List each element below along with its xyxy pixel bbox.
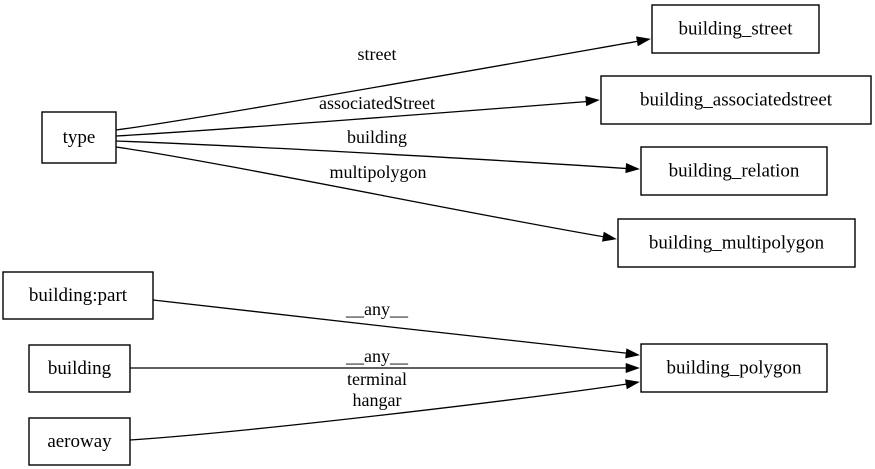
arrowhead-icon (625, 362, 640, 374)
arrowhead-icon (625, 163, 640, 174)
edge-type-building (115, 140, 640, 174)
edge-label-part-any: __any__ (345, 299, 409, 319)
node-building_multipolygon[interactable]: building_multipolygon (617, 218, 856, 268)
node-box[interactable] (617, 218, 856, 268)
node-box[interactable] (28, 417, 131, 466)
node-building_polygon[interactable]: building_polygon (640, 343, 828, 393)
node-label: building_street (679, 18, 794, 39)
node-type[interactable]: type (41, 111, 117, 164)
arrowhead-icon (602, 231, 617, 242)
node-label: building_polygon (666, 357, 802, 378)
edges-layer (115, 36, 651, 441)
node-label: aeroway (47, 431, 112, 452)
edge-label-type-associatedstreet: associatedStreet (319, 93, 435, 113)
edge-part-any (152, 299, 640, 359)
edge-line (115, 39, 646, 131)
edge-type-multipolygon (115, 146, 617, 242)
edge-type-associatedstreet (115, 96, 600, 137)
edge-type-street (115, 36, 651, 131)
node-label: building_associatedstreet (640, 89, 833, 110)
node-box[interactable] (651, 4, 820, 54)
arrowhead-icon (636, 36, 651, 47)
edge-line (115, 140, 635, 170)
node-box[interactable] (28, 344, 131, 393)
node-box[interactable] (640, 146, 828, 196)
node-box[interactable] (640, 343, 828, 393)
node-label: type (63, 127, 96, 148)
edge-label-building-any: __any__ (345, 346, 409, 366)
edge-line (152, 299, 635, 355)
edge-building-any (130, 362, 640, 374)
edge-aeroway-terminal (129, 379, 640, 441)
node-box[interactable] (600, 75, 872, 125)
node-label: building_multipolygon (649, 232, 825, 253)
node-building_street[interactable]: building_street (651, 4, 820, 54)
node-box[interactable] (2, 271, 154, 320)
arrowhead-icon (585, 96, 600, 107)
node-building_part[interactable]: building:part (2, 271, 154, 320)
node-label: building (48, 358, 112, 379)
node-label: building:part (29, 285, 128, 306)
edge-line (115, 100, 595, 137)
node-aeroway[interactable]: aeroway (28, 417, 131, 466)
edge-label-aeroway-terminal: hangar (353, 390, 402, 410)
edge-labels-layer: street associatedStreet building multipolyg… (319, 44, 435, 410)
edge-line (115, 146, 612, 239)
node-label: building_relation (669, 160, 800, 181)
node-building_associatedstreet[interactable]: building_associatedstreet (600, 75, 872, 125)
arrowhead-icon (625, 348, 640, 359)
edge-label-type-building: building (347, 127, 407, 147)
nodes-layer: type building_street building_associatedst… (2, 4, 872, 466)
edge-label-aeroway-terminal: terminal (347, 369, 407, 389)
node-building[interactable]: building (28, 344, 131, 393)
edge-label-type-multipolygon: multipolygon (329, 162, 426, 182)
edge-line (129, 382, 635, 441)
arrowhead-icon (625, 379, 640, 390)
edge-label-type-street: street (358, 44, 397, 64)
node-box[interactable] (41, 111, 117, 164)
node-building_relation[interactable]: building_relation (640, 146, 828, 196)
